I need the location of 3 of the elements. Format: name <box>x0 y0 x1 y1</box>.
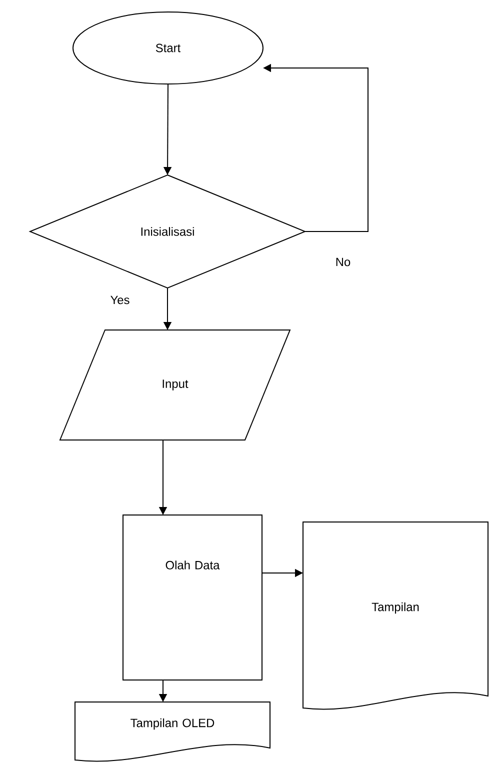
edge-label: No <box>334 256 352 268</box>
process-box: Olah Data <box>122 514 262 680</box>
edge-label: Yes <box>109 294 131 306</box>
